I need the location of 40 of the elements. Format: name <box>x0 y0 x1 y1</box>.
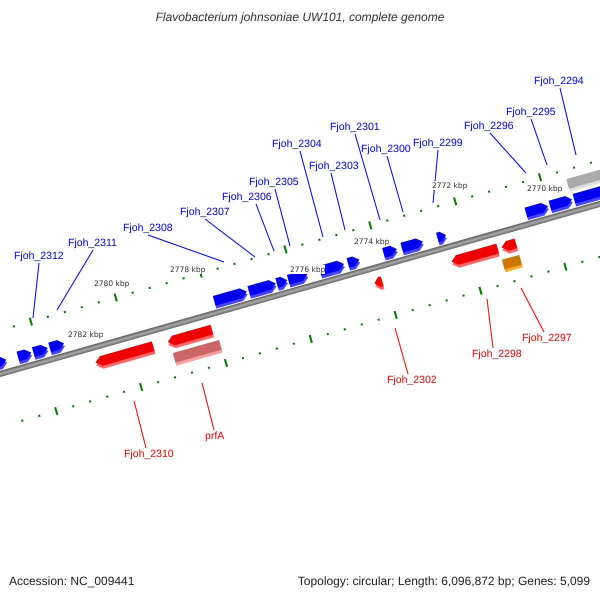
gene-label: Fjoh_2310 <box>124 448 174 460</box>
gene-label: Fjoh_2304 <box>272 138 322 150</box>
leader-line <box>530 118 548 166</box>
gene-label: Fjoh_2312 <box>14 250 64 262</box>
leader-line <box>202 382 214 430</box>
leader-line <box>32 262 40 318</box>
gene-label: Fjoh_2299 <box>413 137 463 149</box>
leader-line <box>256 204 274 252</box>
gene-label: prfA <box>205 430 224 442</box>
genome-summary-text: Topology: circular; Length: 6,096,872 bp; Genes: 5,099 <box>298 574 590 588</box>
gene-label: Fjoh_2311 <box>68 237 117 249</box>
accession-text: Accession: NC_009441 <box>9 574 134 588</box>
leader-line <box>148 234 224 262</box>
leader-line <box>520 288 544 332</box>
leader-line <box>490 132 526 174</box>
gene-label: Fjoh_2294 <box>534 75 584 87</box>
gene-label: Fjoh_2295 <box>506 106 556 118</box>
leader-line <box>56 250 94 310</box>
diagram-title: Flavobacterium johnsoniae UW101, complete genome <box>156 10 444 24</box>
gene-label: Fjoh_2300 <box>361 143 411 155</box>
leader-line <box>386 156 404 212</box>
leader-line <box>300 150 324 238</box>
gene-label: Fjoh_2305 <box>249 176 299 188</box>
gene-label: Fjoh_2306 <box>222 191 272 203</box>
leader-line <box>134 400 146 448</box>
leader-line <box>560 88 576 156</box>
leader-line <box>204 218 256 258</box>
gene-label: Fjoh_2297 <box>522 332 572 344</box>
gene-label: Fjoh_2307 <box>180 206 230 218</box>
leader-line <box>330 172 346 230</box>
leader-line <box>486 298 494 348</box>
leader-line <box>274 188 290 246</box>
gene-label: Fjoh_2296 <box>464 120 514 132</box>
gene-label: Fjoh_2301 <box>330 121 380 133</box>
gene-label: Fjoh_2302 <box>387 374 437 386</box>
leader-line <box>394 328 408 374</box>
gene-label: Fjoh_2308 <box>123 222 173 234</box>
gene-label: Fjoh_2303 <box>309 160 359 172</box>
gene-label: Fjoh_2298 <box>472 348 522 360</box>
leader-line <box>354 134 380 220</box>
